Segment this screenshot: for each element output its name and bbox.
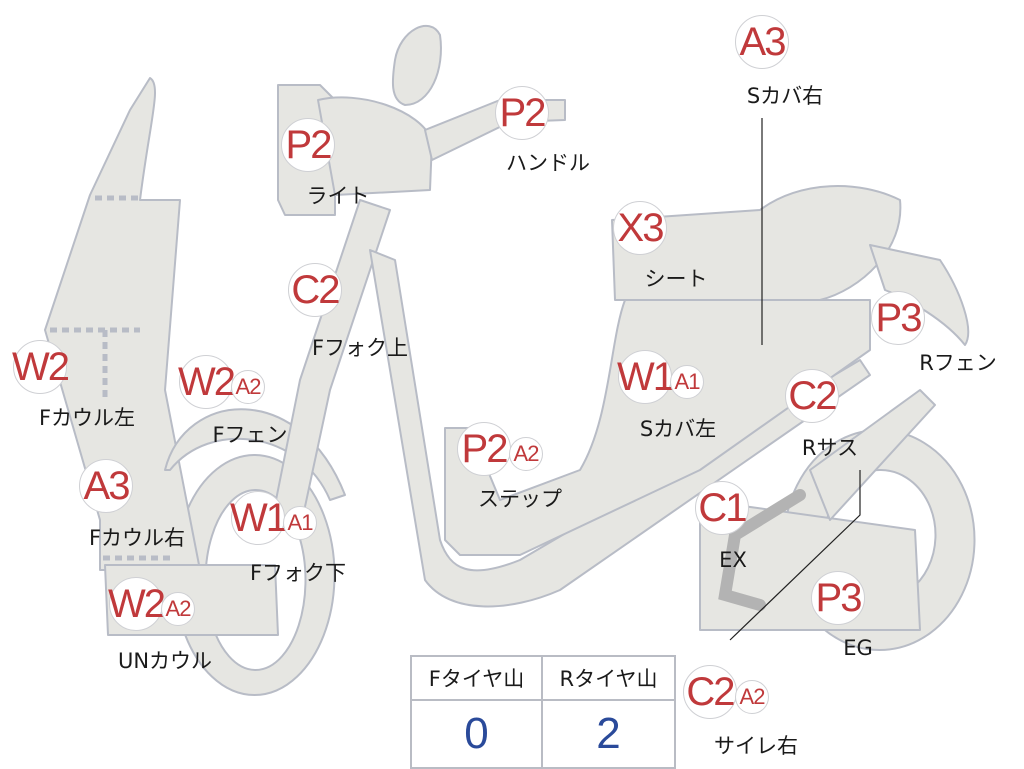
seat [611, 185, 902, 301]
frame [369, 249, 871, 608]
front-fork-lower-sub-grade-marker: A1 [283, 506, 317, 540]
side-cover-left-sub-grade-marker: A1 [670, 365, 704, 399]
side-cover-left-label: Sカバ左 [639, 417, 717, 441]
seat-grade-marker: X3 [613, 201, 667, 255]
front-fork-lower-grade-marker: W1 [230, 491, 288, 545]
tire-tread-table: Fタイヤ山 Rタイヤ山 0 2 [410, 655, 676, 769]
front-fork-upper-label: Fフォク上 [311, 336, 409, 360]
under-cowl-label: UNカウル [117, 649, 213, 673]
silencer-right-sub-grade-marker: A2 [735, 680, 769, 714]
silencer-right-grade-marker: C2 [683, 665, 737, 719]
front-fender-grade-marker: W2 [178, 355, 236, 409]
front-fork-lower-label: Fフォク下 [249, 561, 347, 585]
side-cover-right-grade-marker: A3 [735, 15, 789, 69]
engine-grade-marker: P3 [811, 571, 865, 625]
rear-fender-label: Rフェン [919, 351, 997, 375]
step-label: ステップ [478, 487, 562, 511]
rear-suspension-label: Rサス [801, 436, 859, 460]
body-side [444, 299, 871, 556]
engine-label: EG [843, 636, 873, 660]
front-cowl-left-grade-marker: W2 [12, 340, 70, 394]
light-grade-marker: P2 [281, 118, 335, 172]
step-sub-grade-marker: A2 [509, 437, 543, 471]
front-tire-header: Fタイヤ山 [412, 657, 543, 701]
seat-label: シート [644, 267, 708, 291]
front-fork-upper-grade-marker: C2 [288, 263, 342, 317]
under-cowl-grade-marker: W2 [108, 577, 166, 631]
front-fender-label: Fフェン [212, 423, 288, 447]
rear-tire-value: 2 [596, 709, 621, 758]
side-cover-right-label: Sカバ右 [746, 84, 824, 108]
mirror [391, 24, 442, 106]
exhaust-label: EX [719, 548, 747, 572]
front-cowl-right-label: Fカウル右 [88, 526, 186, 550]
front-cowl-left-label: Fカウル左 [38, 406, 136, 430]
exhaust-pipe [718, 489, 806, 611]
under-cowl-sub-grade-marker: A2 [161, 592, 195, 626]
front-cowl-right-grade-marker: A3 [79, 459, 133, 513]
step-grade-marker: P2 [457, 422, 511, 476]
front-tire-value: 0 [412, 701, 543, 767]
leader-silencer [729, 470, 861, 641]
silencer-right-label: サイレ右 [714, 734, 798, 758]
exhaust-grade-marker: C1 [695, 481, 749, 535]
side-cover-left-grade-marker: W1 [617, 350, 675, 404]
cowl-divider-mid [50, 327, 140, 400]
handle-grade-marker: P2 [495, 86, 549, 140]
rear-shock [809, 389, 936, 521]
rear-suspension-grade-marker: C2 [785, 369, 839, 423]
handle-label: ハンドル [506, 151, 590, 175]
rear-tire-header: Rタイヤ山 [543, 657, 674, 701]
front-fender-sub-grade-marker: A2 [231, 370, 265, 404]
rear-fender-grade-marker: P3 [871, 291, 925, 345]
light-label: ライト [306, 184, 370, 208]
